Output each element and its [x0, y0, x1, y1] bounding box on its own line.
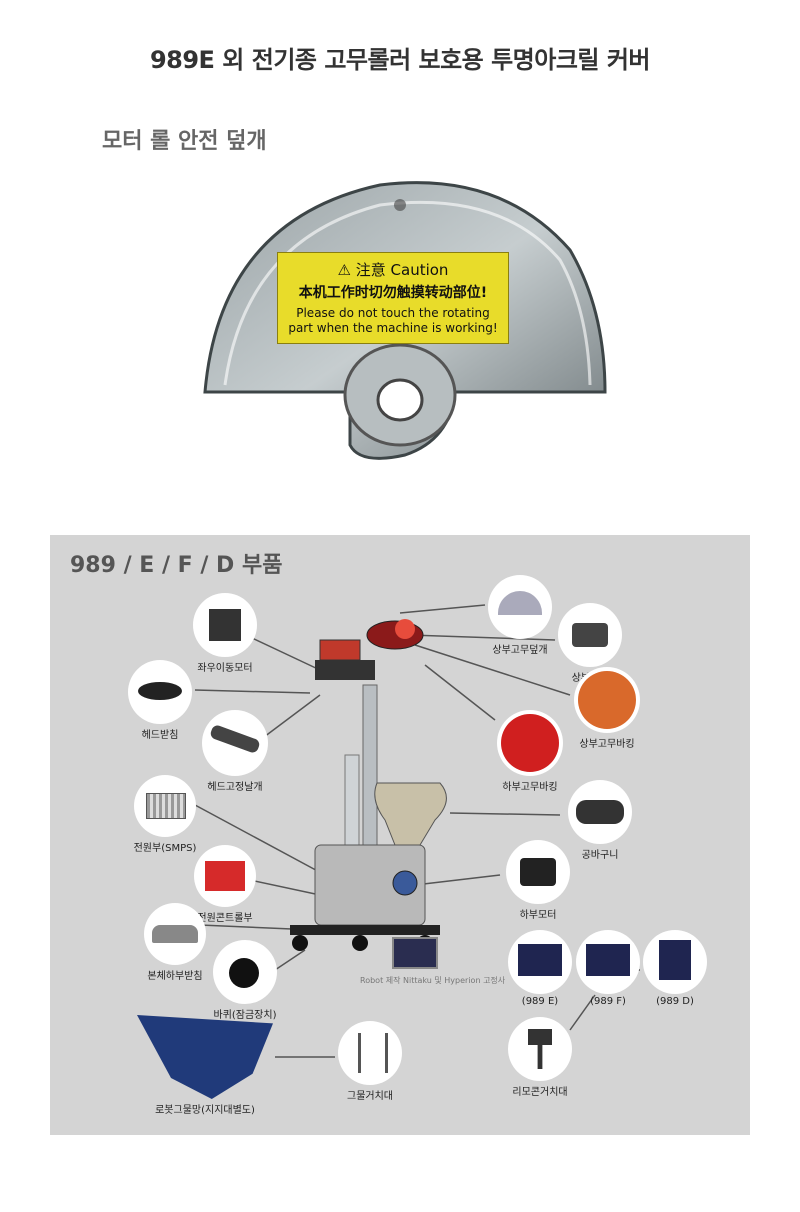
part-label: 하부고무바킹 [502, 782, 558, 793]
part-label: 좌우이동모터 [197, 663, 253, 674]
lower-support-icon [152, 925, 198, 943]
part-remote-holder: 리모콘거치대 [500, 1017, 580, 1098]
part-head-support: 헤드받침 [110, 660, 210, 741]
part-net-holder: 그물거치대 [330, 1021, 410, 1102]
part-remote-f: (989 F) [573, 930, 643, 1007]
part-net: 로봇그물망(지지대별도) [130, 1015, 280, 1116]
part-label: (989 E) [521, 996, 559, 1007]
remote-icon [586, 944, 630, 976]
part-label: (989 D) [656, 996, 694, 1007]
part-remote-d: (989 D) [640, 930, 710, 1007]
section-subtitle: 모터 롤 안전 덮개 [102, 129, 267, 154]
part-ball-basket: 공바구니 [560, 780, 640, 861]
caution-english-1: Please do not touch the rotating [296, 306, 490, 320]
net-image [137, 1015, 273, 1099]
part-smps: 전원부(SMPS) [110, 775, 220, 854]
part-lower-rubber-packing: 하부고무바킹 [490, 710, 570, 793]
part-remote-e: (989 E) [505, 930, 575, 1007]
parts-panel: 989 / E / F / D 부품 [50, 535, 750, 1135]
page-title: 989E 외 전기종 고무롤러 보호용 투명아크릴 커버 [149, 46, 651, 74]
caution-english-2: part when the machine is working! [288, 321, 498, 335]
red-ring-icon [501, 714, 559, 772]
lower-motor-icon [520, 858, 556, 886]
part-label: 상부고무바킹 [579, 739, 635, 750]
part-label: 그물거치대 [347, 1091, 393, 1102]
part-label: 헤드받침 [141, 730, 179, 741]
basket-icon [576, 800, 624, 824]
stepper-motor-icon [209, 609, 241, 641]
fixing-wing-icon [209, 723, 261, 755]
part-label: (989 F) [590, 996, 626, 1007]
upper-cover-icon [498, 591, 542, 615]
part-lower-motor: 하부모터 [498, 840, 578, 921]
part-label: 공바구니 [581, 850, 619, 861]
part-label: 하부모터 [519, 910, 557, 921]
part-label: 헤드고정날개 [207, 782, 263, 793]
part-label: 상부고무덮개 [492, 645, 548, 656]
part-upper-cover: 상부고무덮개 [480, 575, 560, 656]
part-head-fixing-wing: 헤드고정날개 [180, 710, 290, 793]
remote-icon [659, 940, 691, 980]
part-label: 리모콘거치대 [512, 1087, 568, 1098]
wheel-icon [229, 958, 259, 988]
floor-remote-image [392, 937, 438, 969]
control-board-icon [205, 861, 245, 891]
parts-title: 989 / E / F / D 부품 [70, 553, 283, 578]
robot-machine-image [290, 619, 447, 951]
part-upper-rubber-packing: 상부고무바킹 [562, 667, 652, 750]
remote-icon [518, 944, 562, 976]
head-support-icon [138, 682, 182, 700]
orange-ring-icon [578, 671, 636, 729]
part-label: 바퀴(잠금장치) [213, 1010, 277, 1021]
upper-motor-icon [572, 623, 608, 647]
part-body-lower-support: 본체하부받침 [120, 903, 230, 982]
smps-icon [146, 793, 186, 819]
caution-title: ⚠ 注意 Caution [337, 261, 449, 279]
caution-label: ⚠ 注意 Caution 本机工作时切勿触摸转动部位! Please do no… [277, 252, 509, 344]
part-label: 전원부(SMPS) [133, 843, 197, 854]
part-left-right-motor: 좌우이동모터 [170, 593, 280, 674]
machine-caption: Robot 제작 Nittaku 및 Hyperion 고정사 [360, 976, 506, 985]
part-label: 로봇그물망(지지대별도) [155, 1105, 255, 1116]
remote-holder-icon [528, 1029, 552, 1069]
part-power-control: 전원콘트롤부 [170, 845, 280, 924]
part-label: 본체하부받침 [147, 971, 203, 982]
part-label: 전원콘트롤부 [197, 913, 253, 924]
net-holder-icon [358, 1033, 388, 1073]
leader-lines [194, 604, 640, 1058]
part-wheel: 바퀴(잠금장치) [190, 940, 300, 1021]
caution-chinese: 本机工作时切勿触摸转动部位! [298, 285, 488, 301]
